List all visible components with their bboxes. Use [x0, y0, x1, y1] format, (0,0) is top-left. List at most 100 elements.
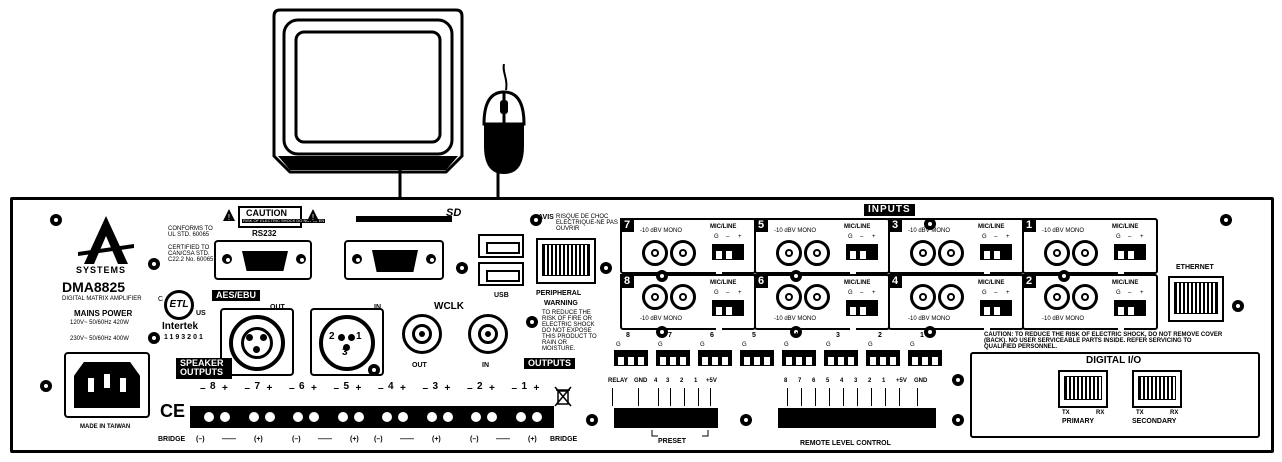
aes-in-xlr-connector[interactable]: 2 1 3	[310, 308, 384, 376]
rca-input-right[interactable]	[804, 284, 830, 310]
aes-out-xlr-connector[interactable]	[220, 308, 294, 376]
speaker-terminal-screw[interactable]	[204, 412, 214, 422]
speaker-minus: –	[511, 383, 518, 394]
input-number-8: 8	[620, 274, 634, 288]
speaker-terminal-screw[interactable]	[353, 412, 364, 422]
rca-input-left[interactable]	[776, 240, 802, 266]
made-in-label: MADE IN TAIWAN	[80, 424, 131, 430]
speaker-minus: –	[378, 383, 384, 394]
speaker-terminal-screw[interactable]	[337, 412, 348, 422]
rca-input-left[interactable]	[776, 284, 802, 310]
warning-text: TO REDUCE THE RISK OF FIRE OR ELECTRIC S…	[542, 310, 597, 352]
rca-input-left[interactable]	[642, 240, 668, 266]
mic-line-terminal[interactable]	[1114, 244, 1146, 277]
rca-input-right[interactable]	[670, 284, 696, 310]
rca-input-left[interactable]	[910, 284, 936, 310]
speaker-terminal-screw[interactable]	[264, 412, 275, 422]
gnd-label: G	[1116, 234, 1121, 240]
power-inlet[interactable]	[64, 352, 150, 418]
svg-text:!: !	[312, 213, 314, 222]
speaker-terminal-screw[interactable]	[309, 412, 319, 422]
rca-input-left[interactable]	[910, 240, 936, 266]
rca-input-right[interactable]	[1072, 240, 1098, 266]
minus-label: –	[994, 234, 998, 240]
line-output-terminal-4[interactable]	[782, 350, 816, 366]
mic-line-terminal[interactable]	[980, 244, 1012, 277]
remote-level-terminal-block[interactable]	[778, 408, 936, 428]
preset-pin-line	[698, 388, 699, 406]
mic-line-terminal[interactable]	[712, 300, 744, 333]
mono-label: -10 dBV MONO	[1042, 228, 1085, 234]
speaker-terminal-screw[interactable]	[398, 412, 408, 422]
line-output-terminal-6[interactable]	[698, 350, 732, 366]
speaker-terminal-screw[interactable]	[531, 412, 542, 422]
rca-input-left[interactable]	[642, 284, 668, 310]
peripheral-label: PERIPHERAL	[536, 290, 582, 297]
inputs-label: INPUTS	[864, 204, 915, 216]
line-output-terminal-8[interactable]	[614, 350, 648, 366]
digital-io-secondary-port[interactable]	[1132, 370, 1182, 408]
speaker-terminal-block-1[interactable]	[190, 406, 370, 428]
speaker-terminal-block-2[interactable]	[370, 406, 554, 428]
rca-input-right[interactable]	[938, 240, 964, 266]
bridge-neg-label: (–)	[374, 436, 383, 443]
speaker-terminal-screw[interactable]	[220, 412, 230, 422]
speaker-terminal-screw[interactable]	[293, 412, 303, 422]
peripheral-port[interactable]	[536, 238, 596, 284]
screw-icon	[456, 262, 468, 274]
vga-port[interactable]	[344, 240, 444, 280]
ethernet-port[interactable]	[1168, 276, 1224, 322]
line-output-terminal-3[interactable]	[824, 350, 858, 366]
line-output-terminal-5[interactable]	[740, 350, 774, 366]
speaker-terminal-screw[interactable]	[471, 412, 481, 422]
speaker-terminal-screw[interactable]	[426, 412, 437, 422]
mic-line-terminal[interactable]	[846, 300, 878, 333]
rca-input-left[interactable]	[1044, 284, 1070, 310]
usb-port-2[interactable]	[478, 262, 524, 286]
screw-icon	[148, 258, 160, 270]
gnd-label: G	[848, 290, 853, 296]
wclk-out-bnc[interactable]	[402, 314, 442, 354]
mic-line-terminal[interactable]	[846, 244, 878, 277]
mains-230v: 230V~ 50/60Hz 400W	[70, 336, 129, 342]
mono-label: -10 dBV MONO	[908, 316, 951, 322]
input-number-5: 5	[754, 218, 768, 232]
digital-io-primary-port[interactable]	[1058, 370, 1108, 408]
speaker-terminal-screw[interactable]	[487, 412, 497, 422]
bridge-neg-label: (–)	[292, 436, 301, 443]
output-gnd-label: G	[742, 342, 747, 348]
remote-pin-line	[871, 388, 872, 406]
remote-pin-label: 6	[812, 378, 816, 384]
mic-line-terminal[interactable]	[1114, 300, 1146, 333]
rca-input-left[interactable]	[1044, 240, 1070, 266]
speaker-terminal-screw[interactable]	[382, 412, 392, 422]
usb-port-1[interactable]	[478, 234, 524, 258]
remote-pin-line	[899, 388, 900, 406]
mic-line-terminal[interactable]	[712, 244, 744, 277]
wclk-in-label: IN	[482, 362, 489, 369]
line-output-terminal-2[interactable]	[866, 350, 900, 366]
wclk-in-bnc[interactable]	[468, 314, 508, 354]
gnd-label: G	[982, 290, 987, 296]
preset-pin-label: 2	[680, 378, 684, 384]
preset-terminal-block[interactable]	[614, 408, 718, 428]
rca-input-right[interactable]	[1072, 284, 1098, 310]
speaker-plus: +	[400, 383, 406, 394]
mic-line-terminal[interactable]	[980, 300, 1012, 333]
rca-input-right[interactable]	[670, 240, 696, 266]
sd-slot[interactable]	[356, 216, 452, 222]
speaker-terminal-screw[interactable]	[442, 412, 453, 422]
speaker-terminal-screw[interactable]	[248, 412, 259, 422]
a-systems-logo	[78, 216, 134, 264]
speaker-plus: +	[444, 383, 451, 394]
speaker-plus: +	[222, 383, 228, 394]
rca-input-right[interactable]	[804, 240, 830, 266]
rca-input-right[interactable]	[938, 284, 964, 310]
mono-label: -10 dBV MONO	[774, 228, 817, 234]
speaker-terminal-screw[interactable]	[515, 412, 526, 422]
line-output-terminal-7[interactable]	[656, 350, 690, 366]
output-gnd-label: G	[616, 342, 621, 348]
rs232-port[interactable]	[214, 240, 312, 280]
line-output-terminal-1[interactable]	[908, 350, 942, 366]
